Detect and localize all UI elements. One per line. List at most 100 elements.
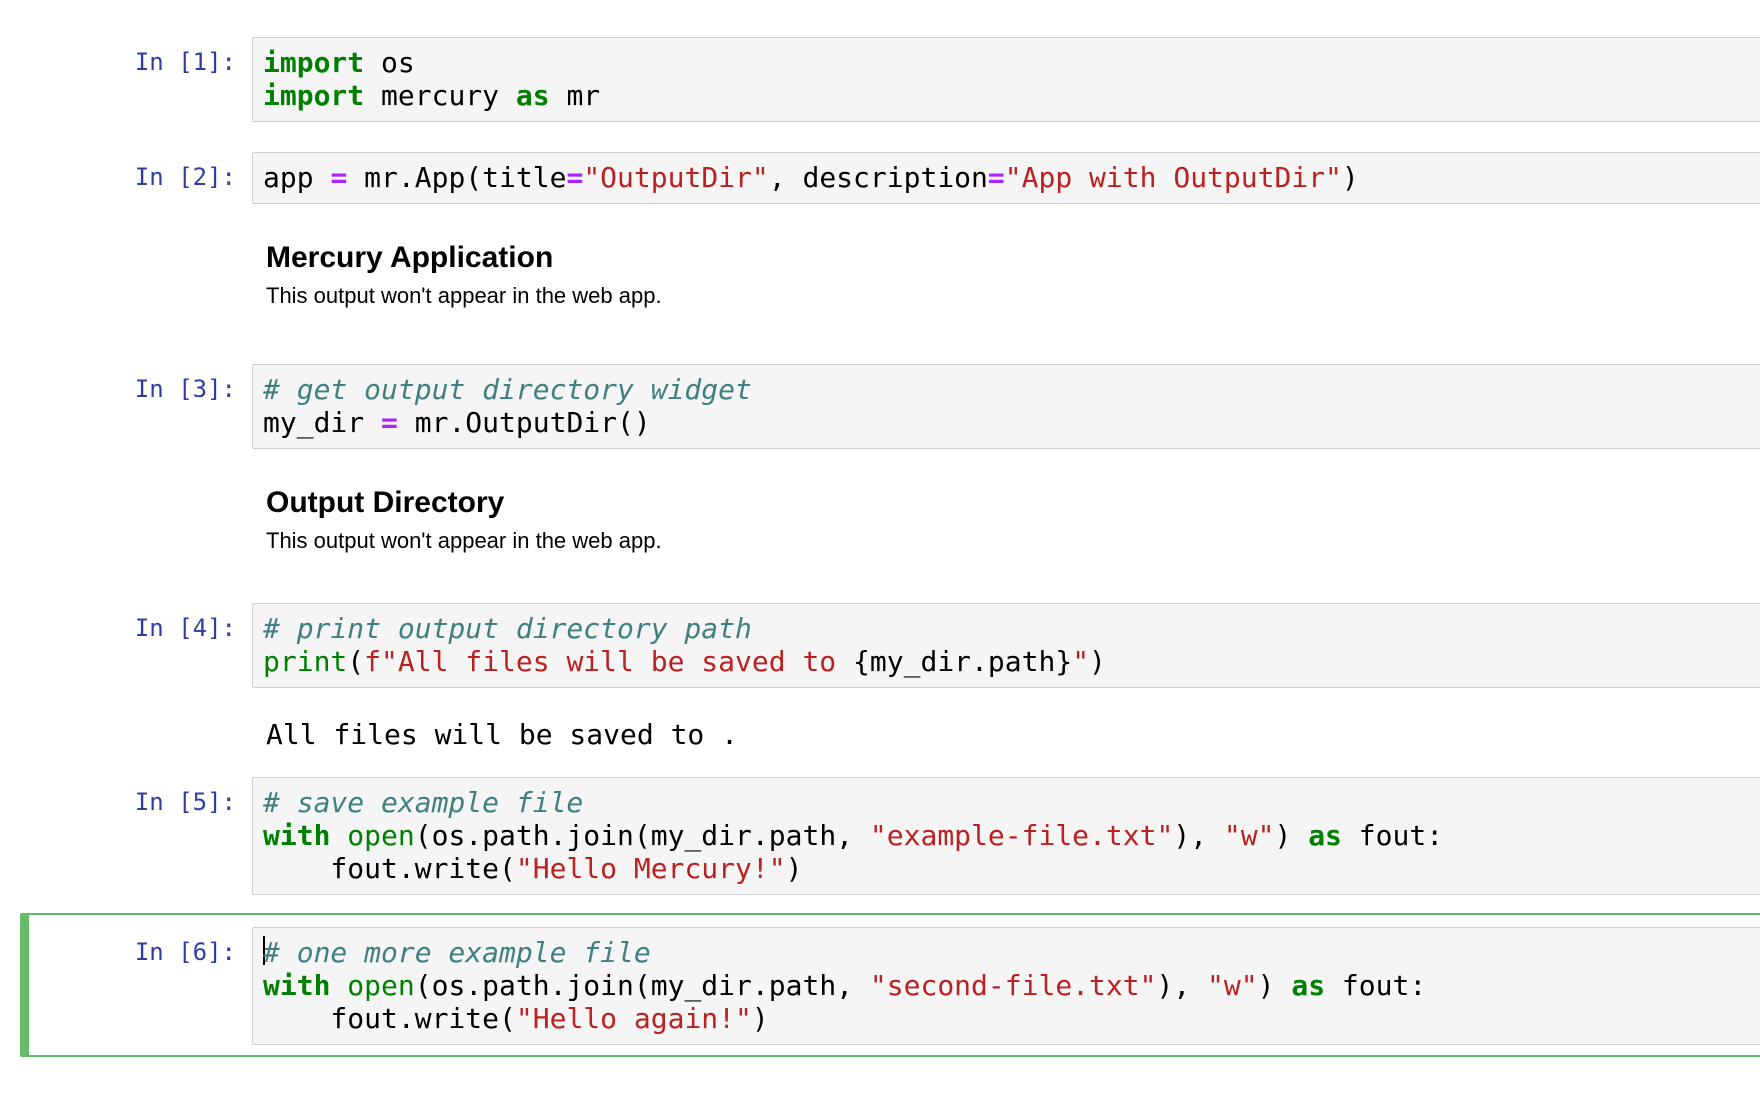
code-token: my_dir	[263, 406, 382, 439]
code-token: "w"	[1223, 819, 1275, 852]
code-token: # save example file	[263, 786, 584, 819]
code-input[interactable]: app = mr.App(title="OutputDir", descript…	[252, 152, 1760, 204]
code-token: mr.App(title	[347, 161, 567, 194]
code-token: with	[263, 819, 331, 852]
code-line: with open(os.path.join(my_dir.path, "exa…	[263, 819, 1757, 852]
code-token: )	[1341, 161, 1359, 194]
code-line: fout.write("Hello again!")	[263, 1002, 1757, 1035]
code-token: ),	[1173, 819, 1224, 852]
code-token: )	[1274, 819, 1309, 852]
code-line: app = mr.App(title="OutputDir", descript…	[263, 161, 1757, 194]
code-token: )	[785, 852, 803, 885]
code-token: "Hello again!"	[515, 1002, 752, 1035]
code-cell[interactable]: In [2]:app = mr.App(title="OutputDir", d…	[20, 150, 1760, 336]
code-token: "	[1072, 645, 1090, 678]
code-token: as	[515, 79, 550, 112]
code-line: with open(os.path.join(my_dir.path, "sec…	[263, 969, 1757, 1002]
input-prompt[interactable]: In [6]:	[134, 938, 236, 966]
code-token: # one more example file	[263, 936, 651, 969]
code-token: app	[263, 161, 331, 194]
code-token: # get output directory widget	[263, 373, 752, 406]
input-prompt[interactable]: In [4]:	[134, 614, 236, 642]
code-line: # get output directory widget	[263, 373, 1757, 406]
output-subtitle: This output won't appear in the web app.	[266, 528, 662, 553]
code-line: fout.write("Hello Mercury!")	[263, 852, 1757, 885]
code-token: open	[347, 969, 415, 1002]
code-token: # print output directory path	[263, 612, 752, 645]
code-token: ),	[1156, 969, 1208, 1002]
stream-text: All files will be saved to .	[266, 718, 739, 751]
code-token: {my_dir.path}	[853, 645, 1073, 678]
code-token: mercury	[364, 79, 516, 112]
code-line: # one more example file	[263, 936, 1757, 969]
code-token: fout.write(	[263, 1002, 516, 1035]
code-token: "second-file.txt"	[869, 969, 1157, 1002]
code-token: "App with OutputDir"	[1004, 161, 1342, 194]
code-token: as	[1291, 969, 1326, 1002]
code-token: os	[364, 46, 415, 79]
input-prompt[interactable]: In [3]:	[134, 375, 236, 403]
input-prompt[interactable]: In [5]:	[134, 788, 236, 816]
input-prompt[interactable]: In [1]:	[134, 48, 236, 76]
code-token: import	[263, 46, 365, 79]
code-line: my_dir = mr.OutputDir()	[263, 406, 1757, 439]
code-token: print	[263, 645, 348, 678]
code-token: "Hello Mercury!"	[515, 852, 786, 885]
code-token: with	[263, 969, 331, 1002]
output-heading: Output Directory	[266, 486, 505, 519]
code-token: "OutputDir"	[583, 161, 769, 194]
input-row: In [2]:app = mr.App(title="OutputDir", d…	[22, 152, 1760, 204]
code-token: "w"	[1207, 969, 1258, 1002]
code-line: # save example file	[263, 786, 1757, 819]
code-line: import mercury as mr	[263, 79, 1757, 112]
code-token: , description	[768, 161, 988, 194]
code-token: )	[1257, 969, 1292, 1002]
stream-output: All files will be saved to .	[22, 688, 1760, 757]
code-token: =	[330, 161, 348, 194]
code-token: fout.write(	[263, 852, 516, 885]
code-token: f"All files will be saved to	[364, 645, 854, 678]
text-cursor-icon	[263, 936, 265, 965]
input-prompt[interactable]: In [2]:	[134, 163, 236, 191]
code-line: import os	[263, 46, 1757, 79]
code-token	[330, 819, 347, 852]
code-token: (os.path.join(my_dir.path,	[414, 819, 870, 852]
code-token: "example-file.txt"	[869, 819, 1174, 852]
output-subtitle: This output won't appear in the web app.	[266, 283, 662, 308]
code-token: )	[1089, 645, 1106, 678]
code-token: =	[987, 161, 1005, 194]
code-token: mr	[549, 79, 601, 112]
code-token: (	[347, 645, 365, 678]
code-token: )	[751, 1002, 769, 1035]
code-token: open	[347, 819, 415, 852]
code-token: fout:	[1341, 819, 1444, 852]
code-token	[330, 969, 347, 1002]
code-token: mr.OutputDir()	[397, 406, 651, 439]
code-token: (os.path.join(my_dir.path,	[414, 969, 870, 1002]
output-heading: Mercury Application	[266, 241, 554, 274]
code-token: fout:	[1325, 969, 1427, 1002]
code-line: print(f"All files will be saved to {my_d…	[263, 645, 1757, 678]
code-token: =	[381, 406, 398, 439]
code-token: =	[566, 161, 584, 194]
code-line: # print output directory path	[263, 612, 1757, 645]
code-token: as	[1308, 819, 1342, 852]
